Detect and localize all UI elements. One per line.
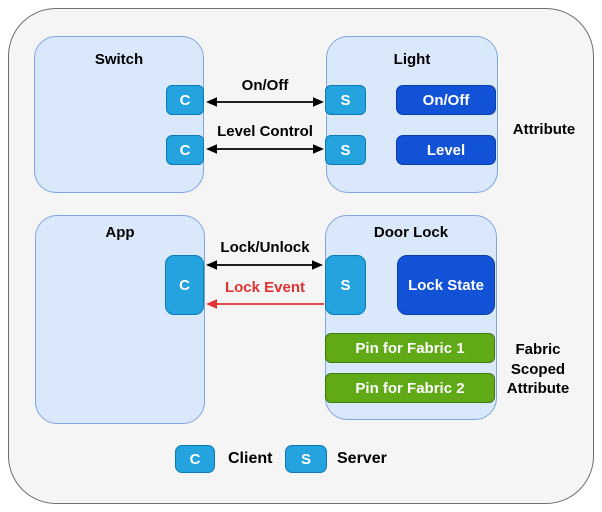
attribute-pin-fabric-1: Pin for Fabric 1 (325, 333, 495, 363)
edge-label-onoff: On/Off (241, 77, 289, 94)
attribute-level: Level (396, 135, 496, 165)
node-app: App (35, 215, 205, 424)
node-switch-title: Switch (94, 51, 144, 68)
door-lock-server-port: S (325, 255, 366, 315)
attribute-pin-fabric-2: Pin for Fabric 2 (325, 373, 495, 403)
edge-label-level-control: Level Control (217, 123, 313, 140)
switch-client-port-level: C (166, 135, 204, 165)
edge-label-lock-unlock: Lock/Unlock (220, 239, 310, 256)
light-server-port-level: S (325, 135, 366, 165)
legend-client-chip: C (175, 445, 215, 473)
legend-client-label: Client (228, 450, 273, 467)
edge-label-lock-event: Lock Event (224, 279, 306, 296)
light-server-port-onoff: S (325, 85, 366, 115)
annotation-fabric-line2: Scoped (510, 360, 566, 378)
app-client-port-lock: C (165, 255, 204, 315)
annotation-attribute: Attribute (512, 121, 576, 138)
annotation-fabric-scoped-attribute: Fabric Scoped Attribute (496, 340, 580, 399)
attribute-onoff: On/Off (396, 85, 496, 115)
node-app-title: App (105, 224, 135, 241)
legend-server-chip: S (285, 445, 327, 473)
annotation-fabric-line1: Fabric (515, 341, 561, 358)
legend-server-label: Server (337, 450, 387, 467)
annotation-fabric-line3: Attribute (506, 380, 570, 397)
node-door-lock-title: Door Lock (373, 224, 449, 241)
switch-client-port-onoff: C (166, 85, 204, 115)
attribute-lock-state: Lock State (397, 255, 495, 315)
node-light-title: Light (393, 51, 431, 68)
